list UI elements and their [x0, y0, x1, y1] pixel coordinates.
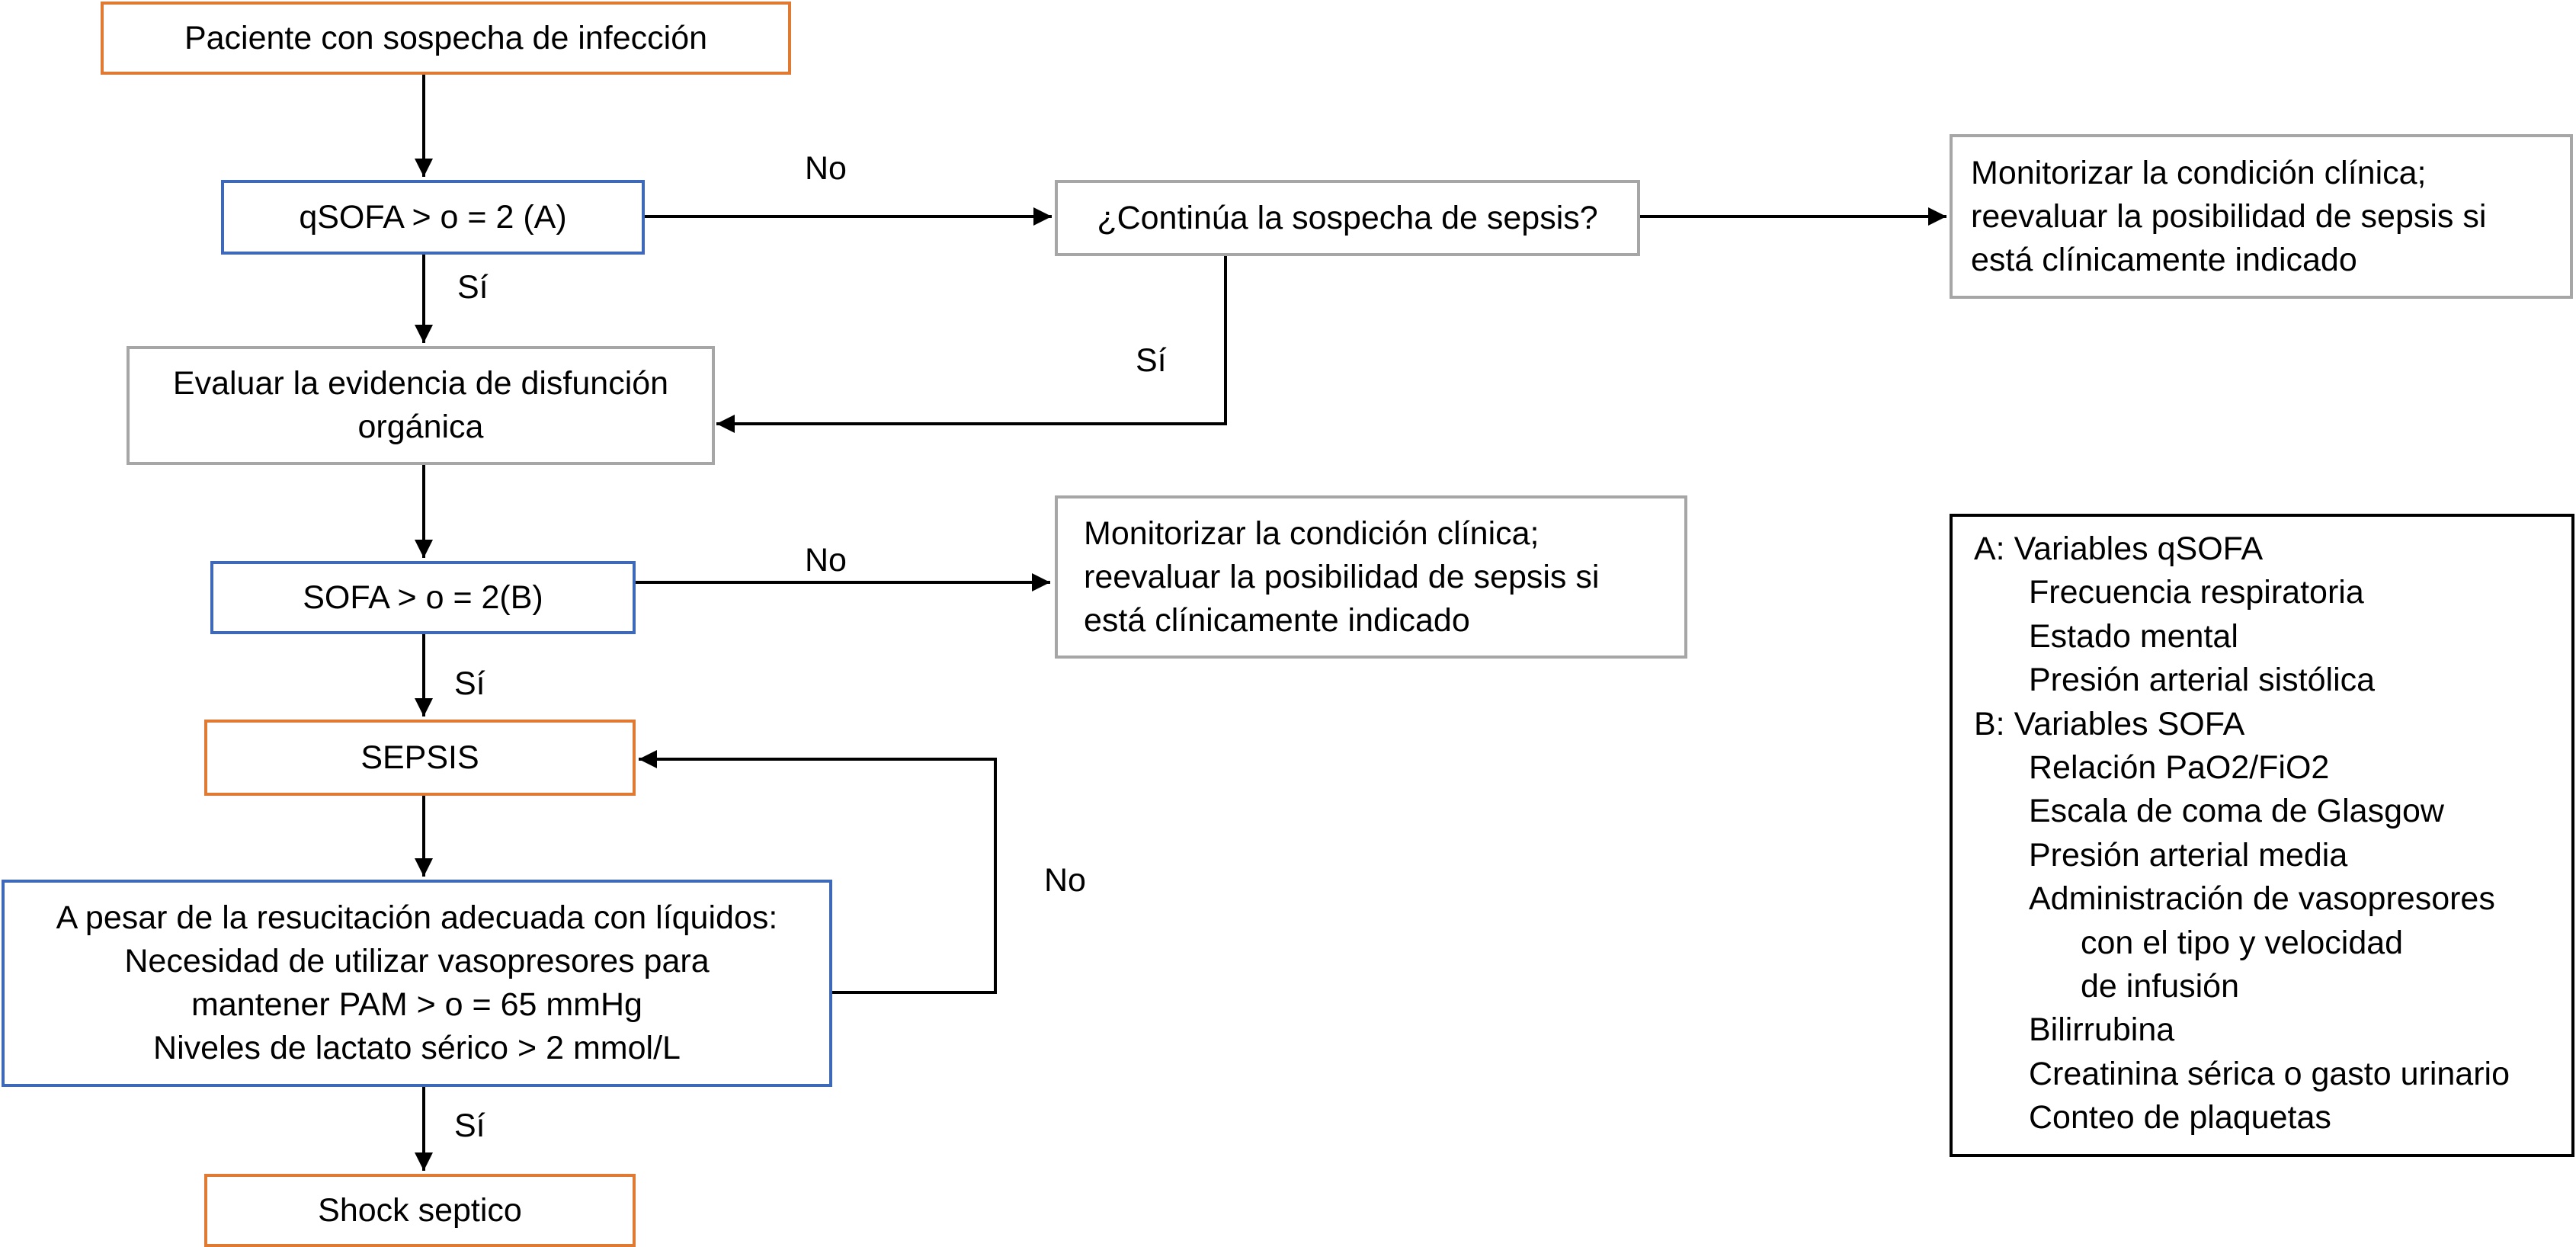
- legend-box: A: Variables qSOFA Frecuencia respirator…: [1950, 514, 2574, 1157]
- node-sepsis: SEPSIS: [204, 720, 636, 796]
- node-monitor-top: Monitorizar la condición clínica; reeval…: [1950, 134, 2573, 299]
- node-text: Paciente con sospecha de infección: [184, 19, 708, 56]
- legend-item: Estado mental: [2029, 617, 2238, 655]
- legend-item: Escala de coma de Glasgow: [2029, 793, 2444, 830]
- legend-b-title: B: Variables SOFA: [1974, 705, 2245, 742]
- legend-item: Creatinina sérica o gasto urinario: [2029, 1055, 2510, 1092]
- node-text: reevaluar la posibilidad de sepsis si: [1084, 558, 1600, 595]
- node-continua: ¿Continúa la sospecha de sepsis?: [1055, 180, 1640, 256]
- node-text: Monitorizar la condición clínica;: [1084, 515, 1540, 552]
- legend-item: Frecuencia respiratoria: [2029, 574, 2364, 611]
- edge-label-continua-si: Sí: [1136, 342, 1167, 379]
- edge-label-qsofa-si: Sí: [457, 269, 489, 306]
- legend-item: Bilirrubina: [2029, 1011, 2175, 1049]
- node-text: está clínicamente indicado: [1971, 241, 2357, 278]
- node-evaluar: Evaluar la evidencia de disfunción orgán…: [127, 346, 715, 465]
- node-monitor-mid: Monitorizar la condición clínica; reeval…: [1055, 495, 1687, 659]
- arrow-resucitacion-to-sepsis: [639, 750, 997, 994]
- node-text: reevaluar la posibilidad de sepsis si: [1971, 197, 2487, 235]
- legend-a-title: A: Variables qSOFA: [1974, 531, 2264, 567]
- node-text: A pesar de la resucitación adecuada con …: [56, 899, 778, 936]
- node-qsofa: qSOFA > o = 2 (A): [221, 180, 645, 255]
- node-text: orgánica: [357, 409, 484, 445]
- node-text: qSOFA > o = 2 (A): [299, 198, 567, 236]
- legend-item: Presión arterial sistólica: [2029, 662, 2376, 699]
- node-resucitacion: A pesar de la resucitación adecuada con …: [2, 880, 832, 1087]
- node-text: mantener PAM > o = 65 mmHg: [191, 986, 642, 1023]
- edge-label-qsofa-no: No: [805, 150, 847, 187]
- node-text: SEPSIS: [360, 739, 479, 776]
- legend-item: Presión arterial media: [2029, 836, 2348, 874]
- legend-subitem: de infusión: [2081, 968, 2239, 1005]
- arrow-continua-to-evaluar: [716, 256, 1227, 433]
- node-text: Niveles de lactato sérico > 2 mmol/L: [153, 1030, 681, 1066]
- edge-label-resuc-si: Sí: [454, 1108, 485, 1144]
- node-text: Evaluar la evidencia de disfunción: [172, 365, 669, 402]
- node-text: Shock septico: [318, 1191, 522, 1229]
- node-text: Necesidad de utilizar vasopresores para: [124, 943, 710, 979]
- node-text: ¿Continúa la sospecha de sepsis?: [1097, 199, 1598, 236]
- legend-item: Administración de vasopresores: [2029, 880, 2495, 918]
- legend-item: Conteo de plaquetas: [2029, 1099, 2331, 1136]
- node-shock: Shock septico: [204, 1174, 636, 1247]
- edge-label-sofa-si: Sí: [454, 665, 485, 702]
- node-start: Paciente con sospecha de infección: [101, 2, 791, 75]
- legend-subitem: con el tipo y velocidad: [2081, 924, 2404, 961]
- edge-label-resuc-no: No: [1044, 862, 1086, 899]
- node-sofa: SOFA > o = 2(B): [210, 561, 636, 634]
- node-text: SOFA > o = 2(B): [303, 579, 543, 616]
- node-text: Monitorizar la condición clínica;: [1971, 154, 2427, 191]
- legend-item: Relación PaO2/FiO2: [2029, 749, 2330, 787]
- node-text: está clínicamente indicado: [1084, 601, 1470, 639]
- edge-label-sofa-no: No: [805, 542, 847, 579]
